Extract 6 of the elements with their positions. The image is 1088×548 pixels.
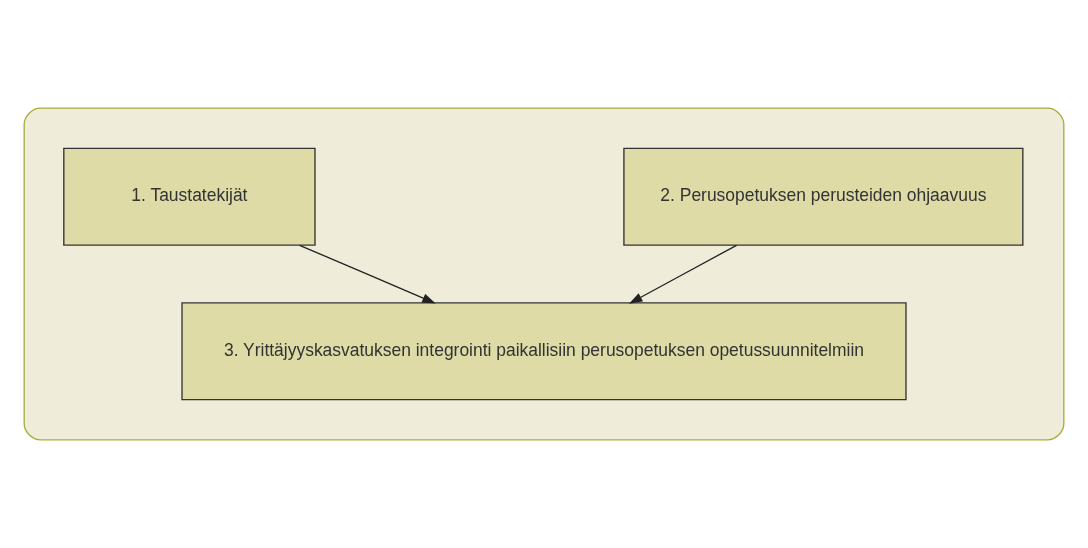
- cluster: [23, 107, 1065, 441]
- node-box: 2. Perusopetuksen perusteiden ohjaavuus: [623, 147, 1024, 246]
- arrow: [629, 244, 738, 304]
- arrow: [298, 244, 436, 304]
- node-box: 3. Yrittäjyyskasvatuksen integrointi paikallisiin perusopetuksen opetussuunnitelmiin: [181, 302, 907, 401]
- node-box: 1. Taustatekijät: [63, 147, 316, 246]
